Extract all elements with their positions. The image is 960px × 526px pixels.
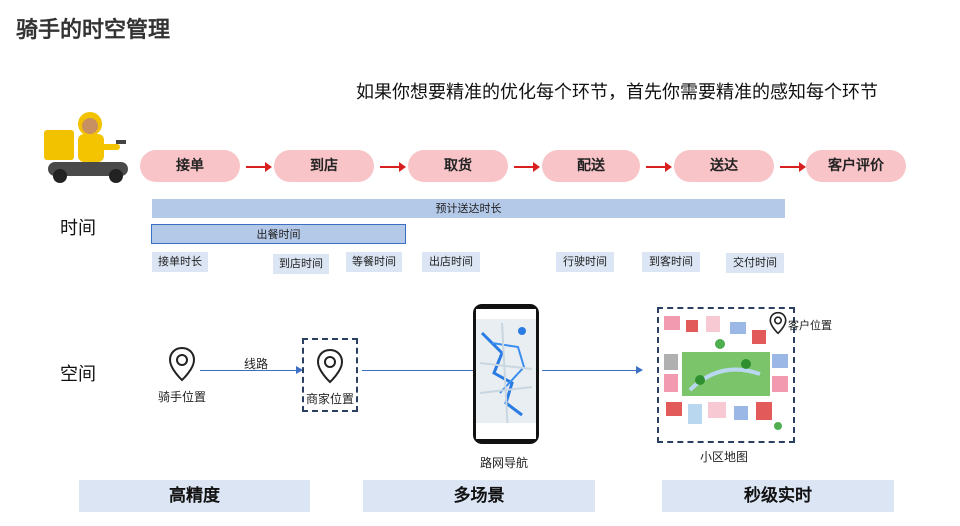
step-arrive-store: 到店 — [274, 150, 374, 182]
meal-time-bar: 出餐时间 — [151, 224, 406, 244]
tag-arrive-customer-time: 到客时间 — [642, 252, 700, 272]
community-map-label: 小区地图 — [700, 450, 749, 464]
arrow-right-icon — [296, 366, 303, 374]
tag-accept-duration: 接单时长 — [152, 252, 208, 272]
phone-map-image — [473, 304, 539, 444]
arrow-right-icon — [514, 162, 540, 172]
page-title: 骑手的时空管理 — [16, 18, 171, 43]
road-navigation-label: 路网导航 — [480, 456, 529, 470]
tag-leave-store-time: 出店时间 — [422, 252, 480, 272]
step-customer-review: 客户评价 — [806, 150, 906, 182]
step-deliver: 配送 — [542, 150, 640, 182]
community-map-box — [657, 307, 795, 443]
rider-illustration — [44, 112, 128, 183]
arrow-right-icon — [246, 162, 272, 172]
community-map-image — [660, 310, 792, 440]
second-level-realtime-box: 秒级实时 — [662, 480, 894, 512]
tag-driving-time: 行驶时间 — [556, 252, 614, 272]
navigation-line — [362, 370, 474, 371]
step-accept-order: 接单 — [140, 150, 240, 182]
step-delivered: 送达 — [674, 150, 774, 182]
subtitle: 如果你想要精准的优化每个环节，首先你需要精准的感知每个环节 — [356, 82, 878, 103]
customer-location-label: 客户位置 — [788, 319, 832, 332]
rider-location-label: 骑手位置 — [158, 390, 207, 404]
location-pin-icon — [168, 346, 196, 382]
route-label: 线路 — [244, 357, 269, 371]
arrow-right-icon — [646, 162, 672, 172]
arrow-right-icon — [636, 366, 643, 374]
tag-arrive-store-time: 到店时间 — [273, 254, 329, 274]
arrow-right-icon — [380, 162, 406, 172]
tag-wait-meal-time: 等餐时间 — [346, 252, 402, 272]
estimated-delivery-bar: 预计送达时长 — [152, 199, 785, 218]
to-community-line — [542, 370, 636, 371]
route-line — [200, 370, 296, 371]
location-pin-icon — [316, 348, 344, 384]
merchant-location-label: 商家位置 — [306, 392, 355, 406]
time-label: 时间 — [60, 218, 96, 239]
merchant-location-box — [302, 338, 358, 412]
multi-scene-box: 多场景 — [363, 480, 595, 512]
space-label: 空间 — [60, 364, 96, 385]
location-pin-icon — [769, 311, 787, 335]
tag-handover-time: 交付时间 — [726, 253, 784, 273]
arrow-right-icon — [780, 162, 806, 172]
high-precision-box: 高精度 — [79, 480, 310, 512]
step-pickup: 取货 — [408, 150, 508, 182]
